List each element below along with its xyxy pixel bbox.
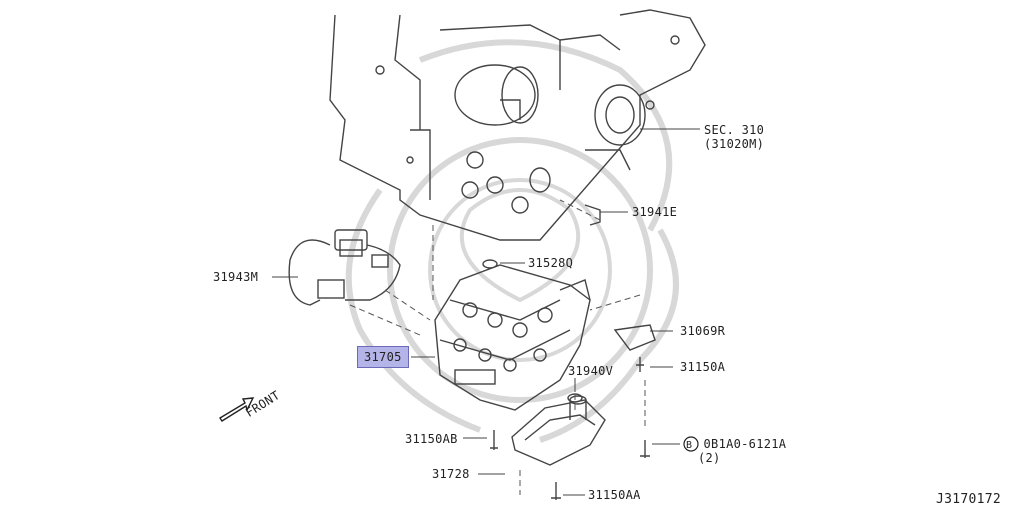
callout-31069r[interactable]: 31069R (680, 324, 726, 338)
callout-bolt-081a0-line2: (2) (698, 451, 721, 465)
front-arrow (219, 397, 255, 422)
circled-b-prefix: B (686, 440, 693, 451)
callout-sec310-line2: (31020M) (704, 137, 765, 151)
callout-31728[interactable]: 31728 (432, 467, 470, 481)
callout-31943m[interactable]: 31943M (213, 270, 259, 284)
control-valve-body (434, 264, 591, 411)
callout-bolt-081a0[interactable]: B 0B1A0-6121A (2) (686, 437, 786, 465)
figure-id: J3170172 (936, 492, 1002, 507)
leader-lines (272, 128, 700, 496)
callout-31150aa[interactable]: 31150AA (588, 488, 641, 502)
callout-31705-highlighted[interactable]: 31705 (357, 346, 409, 368)
transmission-case (329, 9, 706, 241)
callout-sec310-line1: SEC. 310 (704, 123, 765, 137)
watermark-emblem (345, 39, 679, 443)
callout-31528q[interactable]: 31528Q (528, 256, 574, 270)
small-parts (482, 204, 656, 500)
callout-31150ab[interactable]: 31150AB (405, 432, 458, 446)
callout-31940v[interactable]: 31940V (568, 364, 614, 378)
circled-b-marker (683, 436, 699, 452)
callout-31150a[interactable]: 31150A (680, 360, 726, 374)
callout-sec310[interactable]: SEC. 310 (31020M) (704, 123, 764, 151)
callout-bolt-081a0-line1: 0B1A0-6121A (703, 437, 787, 451)
guide-lines (349, 199, 646, 495)
callout-31941e[interactable]: 31941E (632, 205, 678, 219)
harness-assembly (288, 229, 401, 306)
